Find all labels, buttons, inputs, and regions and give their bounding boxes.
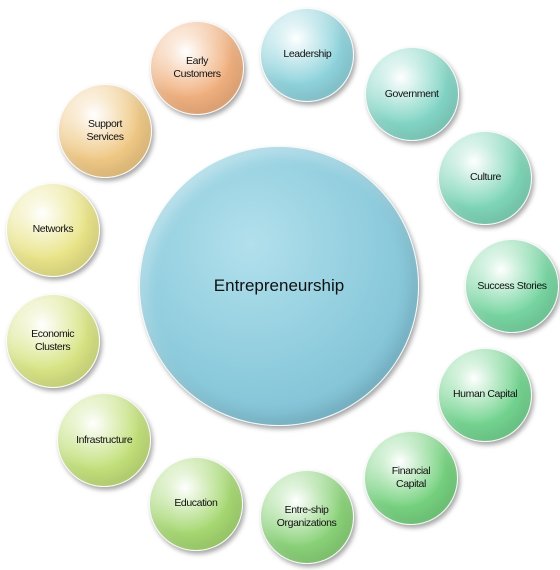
circle-label: Networks <box>32 223 74 236</box>
center-circle-entrepreneurship: Entrepreneurship <box>139 146 419 426</box>
circle-label: Financial Capital <box>391 464 431 491</box>
circle-culture: Culture <box>438 131 533 226</box>
circle-success-stories: Success Stories <box>464 239 559 334</box>
center-label: Entrepreneurship <box>213 276 345 296</box>
circle-label: Support Services <box>86 117 124 143</box>
circle-financial-capital: Financial Capital <box>363 431 458 526</box>
circle-early-customers: Early Customers <box>150 20 245 115</box>
circle-label: Human Capital <box>452 388 518 401</box>
circle-label: Government <box>384 87 439 100</box>
circle-education: Education <box>148 456 243 551</box>
circle-label: Economic Clusters <box>31 328 75 354</box>
circle-label: Leadership <box>283 48 332 61</box>
circle-infrastructure: Infrastructure <box>57 393 152 488</box>
circle-economic-clusters: Economic Clusters <box>5 294 100 389</box>
circle-label: Infrastructure <box>76 433 133 446</box>
circle-support-services: Support Services <box>58 84 153 178</box>
circle-entre-ship-organizations: Entre-ship Organizations <box>259 470 354 565</box>
circle-label: Success Stories <box>477 279 547 292</box>
circle-label: Entre-ship Organizations <box>276 504 337 530</box>
circle-leadership: Leadership <box>260 7 355 102</box>
circle-label: Culture <box>469 171 502 184</box>
circle-government: Government <box>364 47 459 142</box>
circle-label: Education <box>174 497 218 510</box>
circle-human-capital: Human Capital <box>438 347 533 442</box>
circle-networks: Networks <box>5 182 100 277</box>
circle-label: Early Customers <box>173 54 221 80</box>
